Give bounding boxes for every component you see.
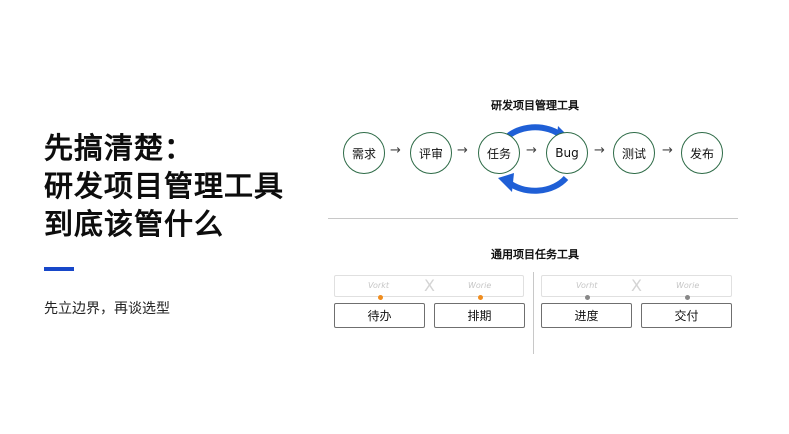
heading-line-2: 研发项目管理工具 bbox=[44, 169, 285, 203]
slide-heading: 先搞清楚： 研发项目管理工具 到底该管什么 bbox=[44, 129, 284, 243]
faint-label-2: Worie bbox=[468, 281, 492, 290]
timeline-dot-2 bbox=[478, 295, 483, 300]
timeline-dot-1 bbox=[378, 295, 383, 300]
faint-label-1: Vorkt bbox=[368, 281, 389, 290]
flow-arrow-5: → bbox=[662, 143, 673, 158]
task-item-progress: 进度 bbox=[541, 303, 632, 328]
flow-node-review: 评审 bbox=[410, 132, 452, 174]
flow-diagram-title: 研发项目管理工具 bbox=[491, 99, 579, 112]
flow-arrow-4: → bbox=[594, 143, 605, 158]
flow-arrow-1: → bbox=[390, 143, 401, 158]
task-item-schedule: 排期 bbox=[434, 303, 525, 328]
section-divider bbox=[328, 218, 738, 219]
faint-x-left: X bbox=[424, 276, 435, 295]
faint-timeline-right bbox=[541, 275, 732, 297]
flow-arrow-2: → bbox=[457, 143, 468, 158]
heading-line-3: 到底该管什么 bbox=[44, 207, 225, 241]
timeline-dot-3 bbox=[585, 295, 590, 300]
faint-label-4: Worie bbox=[676, 281, 700, 290]
heading-line-1: 先搞清楚： bbox=[44, 131, 195, 165]
task-item-delivery: 交付 bbox=[641, 303, 732, 328]
faint-label-3: Vorht bbox=[576, 281, 598, 290]
timeline-dot-4 bbox=[685, 295, 690, 300]
flow-node-requirement: 需求 bbox=[343, 132, 385, 174]
accent-bar bbox=[44, 267, 74, 271]
faint-x-right: X bbox=[631, 276, 642, 295]
slide-subtitle: 先立边界，再谈选型 bbox=[44, 301, 170, 317]
task-tools-title: 通用项目任务工具 bbox=[491, 248, 579, 261]
flow-node-test: 测试 bbox=[613, 132, 655, 174]
task-item-todo: 待办 bbox=[334, 303, 425, 328]
flow-node-task: 任务 bbox=[478, 132, 520, 174]
task-divider bbox=[533, 272, 534, 354]
flow-node-release: 发布 bbox=[681, 132, 723, 174]
faint-timeline-left bbox=[334, 275, 524, 297]
flow-node-bug: Bug bbox=[546, 132, 588, 174]
flow-arrow-3: → bbox=[526, 143, 537, 158]
